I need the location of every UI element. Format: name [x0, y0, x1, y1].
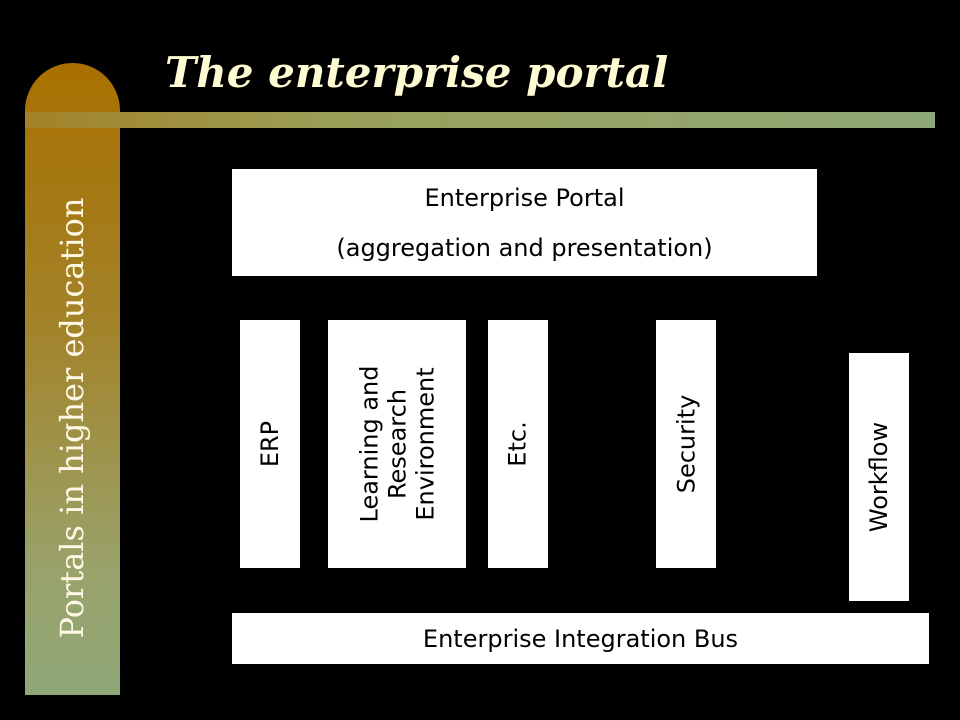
etc-box: Etc. [486, 318, 550, 570]
portal-sublabel: (aggregation and presentation) [336, 233, 713, 262]
erp-box: ERP [238, 318, 302, 570]
erp-label: ERP [256, 420, 284, 468]
lre-label: Learning and Research Environment [355, 366, 439, 523]
sidebar-title: Portals in higher education [53, 197, 91, 639]
learning-research-environment-box: Learning and Research Environment [326, 318, 468, 570]
etc-label: Etc. [504, 421, 532, 467]
lre-label-line-1: Learning and [355, 365, 384, 523]
workflow-box: Workflow [847, 351, 911, 603]
lre-label-line-3: Environment [411, 367, 440, 521]
lre-label-line-2: Research [383, 388, 412, 500]
workflow-label: Workflow [865, 421, 894, 533]
slide-title: The enterprise portal [165, 48, 669, 97]
enterprise-integration-bus-box: Enterprise Integration Bus [230, 611, 931, 666]
enterprise-portal-box: Enterprise Portal (aggregation and prese… [230, 167, 819, 278]
portal-label: Enterprise Portal [424, 183, 625, 212]
title-underline-bar [25, 112, 935, 128]
security-label: Security [672, 394, 700, 494]
security-box: Security [654, 318, 718, 570]
bus-label: Enterprise Integration Bus [422, 624, 739, 653]
sidebar-decoration [25, 63, 120, 695]
